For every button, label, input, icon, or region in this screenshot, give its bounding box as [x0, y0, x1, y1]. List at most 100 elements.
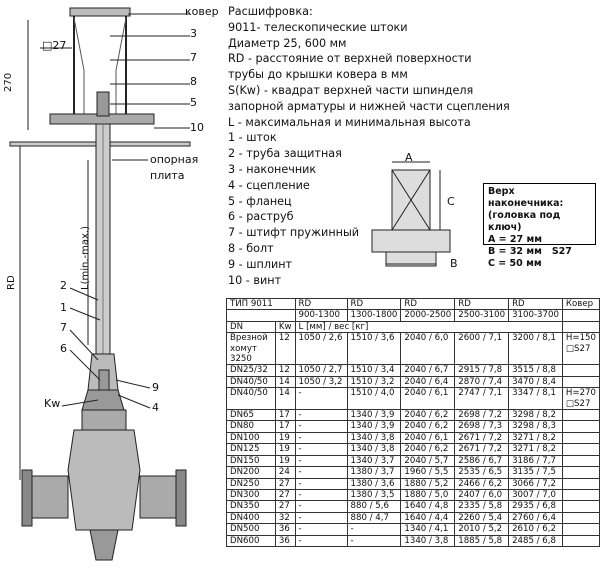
tip-box-c: C = 50 мм [488, 258, 542, 269]
value-cell: - [294, 466, 348, 479]
kw-cell: 27 [274, 477, 296, 490]
label-plate-2: плита [150, 169, 185, 182]
legend-line: RD - расстояние от верхней поверхности [228, 52, 472, 66]
cover-cell [561, 454, 600, 468]
range-header: 2500-3100 [454, 309, 510, 322]
value-cell: - [294, 387, 348, 411]
cover-cell [561, 364, 600, 377]
cover-cell [561, 431, 600, 445]
legend: Расшифровка: 9011- телескопические штоки… [228, 4, 598, 288]
rd-header: RD [294, 297, 348, 311]
legend-line: 6 - раструб [228, 210, 294, 224]
value-cell: 2747 / 7,1 [454, 387, 510, 411]
value-cell: 1380 / 3,5 [346, 488, 402, 502]
label-8: 8 [190, 75, 197, 88]
cover-cell [561, 477, 600, 490]
value-cell: - [294, 431, 348, 445]
label-3: 3 [190, 27, 197, 40]
kw-cell: 17 [274, 409, 296, 422]
tip-box-title-1: Верх наконечника: [488, 186, 564, 209]
value-cell: 880 / 5,6 [346, 500, 402, 513]
value-cell: 3007 / 7,0 [508, 488, 563, 502]
tip-label-b: B [450, 257, 458, 270]
legend-line: трубы до крышки ковера в мм [228, 68, 408, 82]
value-cell: 1880 / 5,2 [400, 477, 456, 490]
dn-cell: Врезной хомут 3250 [226, 332, 276, 366]
dn-cell: DN40/50 [226, 375, 276, 389]
kw-cell: 36 [274, 523, 296, 536]
value-cell: 1880 / 5,0 [400, 488, 456, 502]
value-cell: - [294, 511, 348, 525]
range-header: 900-1300 [294, 309, 348, 322]
cover-cell [561, 488, 600, 502]
value-cell: 2040 / 6,1 [400, 387, 456, 411]
value-cell: 2760 / 6,4 [508, 511, 563, 525]
rd-header: RD [508, 297, 563, 311]
legend-line: 8 - болт [228, 241, 274, 255]
cover-cell [561, 409, 600, 422]
dn-cell: DN125 [226, 443, 276, 456]
value-cell: 2600 / 7,1 [454, 332, 510, 366]
kw-cell: 19 [274, 454, 296, 468]
value-cell: 1050 / 2,6 [294, 332, 348, 366]
dn-cell: DN600 [226, 534, 276, 547]
kw-cell: 27 [274, 500, 296, 513]
cover-inner [73, 17, 127, 114]
value-cell: - [294, 443, 348, 456]
value-cell: 2698 / 7,2 [454, 409, 510, 422]
legend-line: S(Kw) - квадрат верхней части шпинделя [228, 83, 474, 97]
dn-cell: DN500 [226, 523, 276, 536]
value-cell: 1510 / 3,2 [346, 375, 402, 389]
value-cell: 2040 / 6,7 [400, 364, 456, 377]
value-cell: 1340 / 3,7 [346, 454, 402, 468]
value-cell: 3347 / 8,1 [508, 387, 563, 411]
value-cell: 1340 / 3,8 [400, 534, 456, 547]
legend-line: 10 - винт [228, 273, 282, 287]
value-cell: 3066 / 7,2 [508, 477, 563, 490]
label-cover: ковер [185, 5, 219, 18]
value-cell: 2870 / 7,4 [454, 375, 510, 389]
label-7: 7 [190, 51, 197, 64]
value-cell: 1050 / 2,7 [294, 364, 348, 377]
value-cell: 1380 / 3,7 [346, 466, 402, 479]
value-cell: 2040 / 6,0 [400, 332, 456, 366]
kw-cell: 24 [274, 466, 296, 479]
spec-table: ТИП 9011 RD RD RD RD RD Ковер 900-1300 1… [226, 297, 600, 547]
value-cell: 2671 / 7,2 [454, 431, 510, 445]
legend-line: 9011- телескопические штоки [228, 20, 408, 34]
value-cell: 2407 / 6,0 [454, 488, 510, 502]
cover-cell [561, 375, 600, 389]
pipe-end-left [21, 469, 33, 527]
value-cell: 2485 / 6,8 [508, 534, 563, 547]
kw-cell: 12 [274, 332, 296, 366]
value-cell: - [346, 523, 402, 536]
legend-line: 2 - труба защитная [228, 147, 342, 161]
kw-header: Kw [274, 320, 296, 334]
valve-body [67, 429, 141, 531]
value-cell: 1340 / 3,8 [346, 431, 402, 445]
dn-cell: DN400 [226, 511, 276, 525]
value-cell: 1510 / 3,4 [346, 364, 402, 377]
dn-header: DN [226, 320, 276, 334]
value-cell: 1340 / 4,1 [400, 523, 456, 536]
tip-box-b: B = 32 мм [488, 246, 542, 257]
legend-line: запорной арматуры и нижней части сцеплен… [228, 99, 510, 113]
value-cell: 1340 / 3,9 [346, 409, 402, 422]
tip-sleeve [385, 251, 437, 267]
dn-cell: DN80 [226, 420, 276, 433]
valve-bonnet [81, 389, 125, 411]
kw-cell: 19 [274, 443, 296, 456]
label-2: 2 [60, 279, 67, 292]
label-kw: Kw [44, 397, 61, 410]
tip-head [96, 91, 110, 117]
